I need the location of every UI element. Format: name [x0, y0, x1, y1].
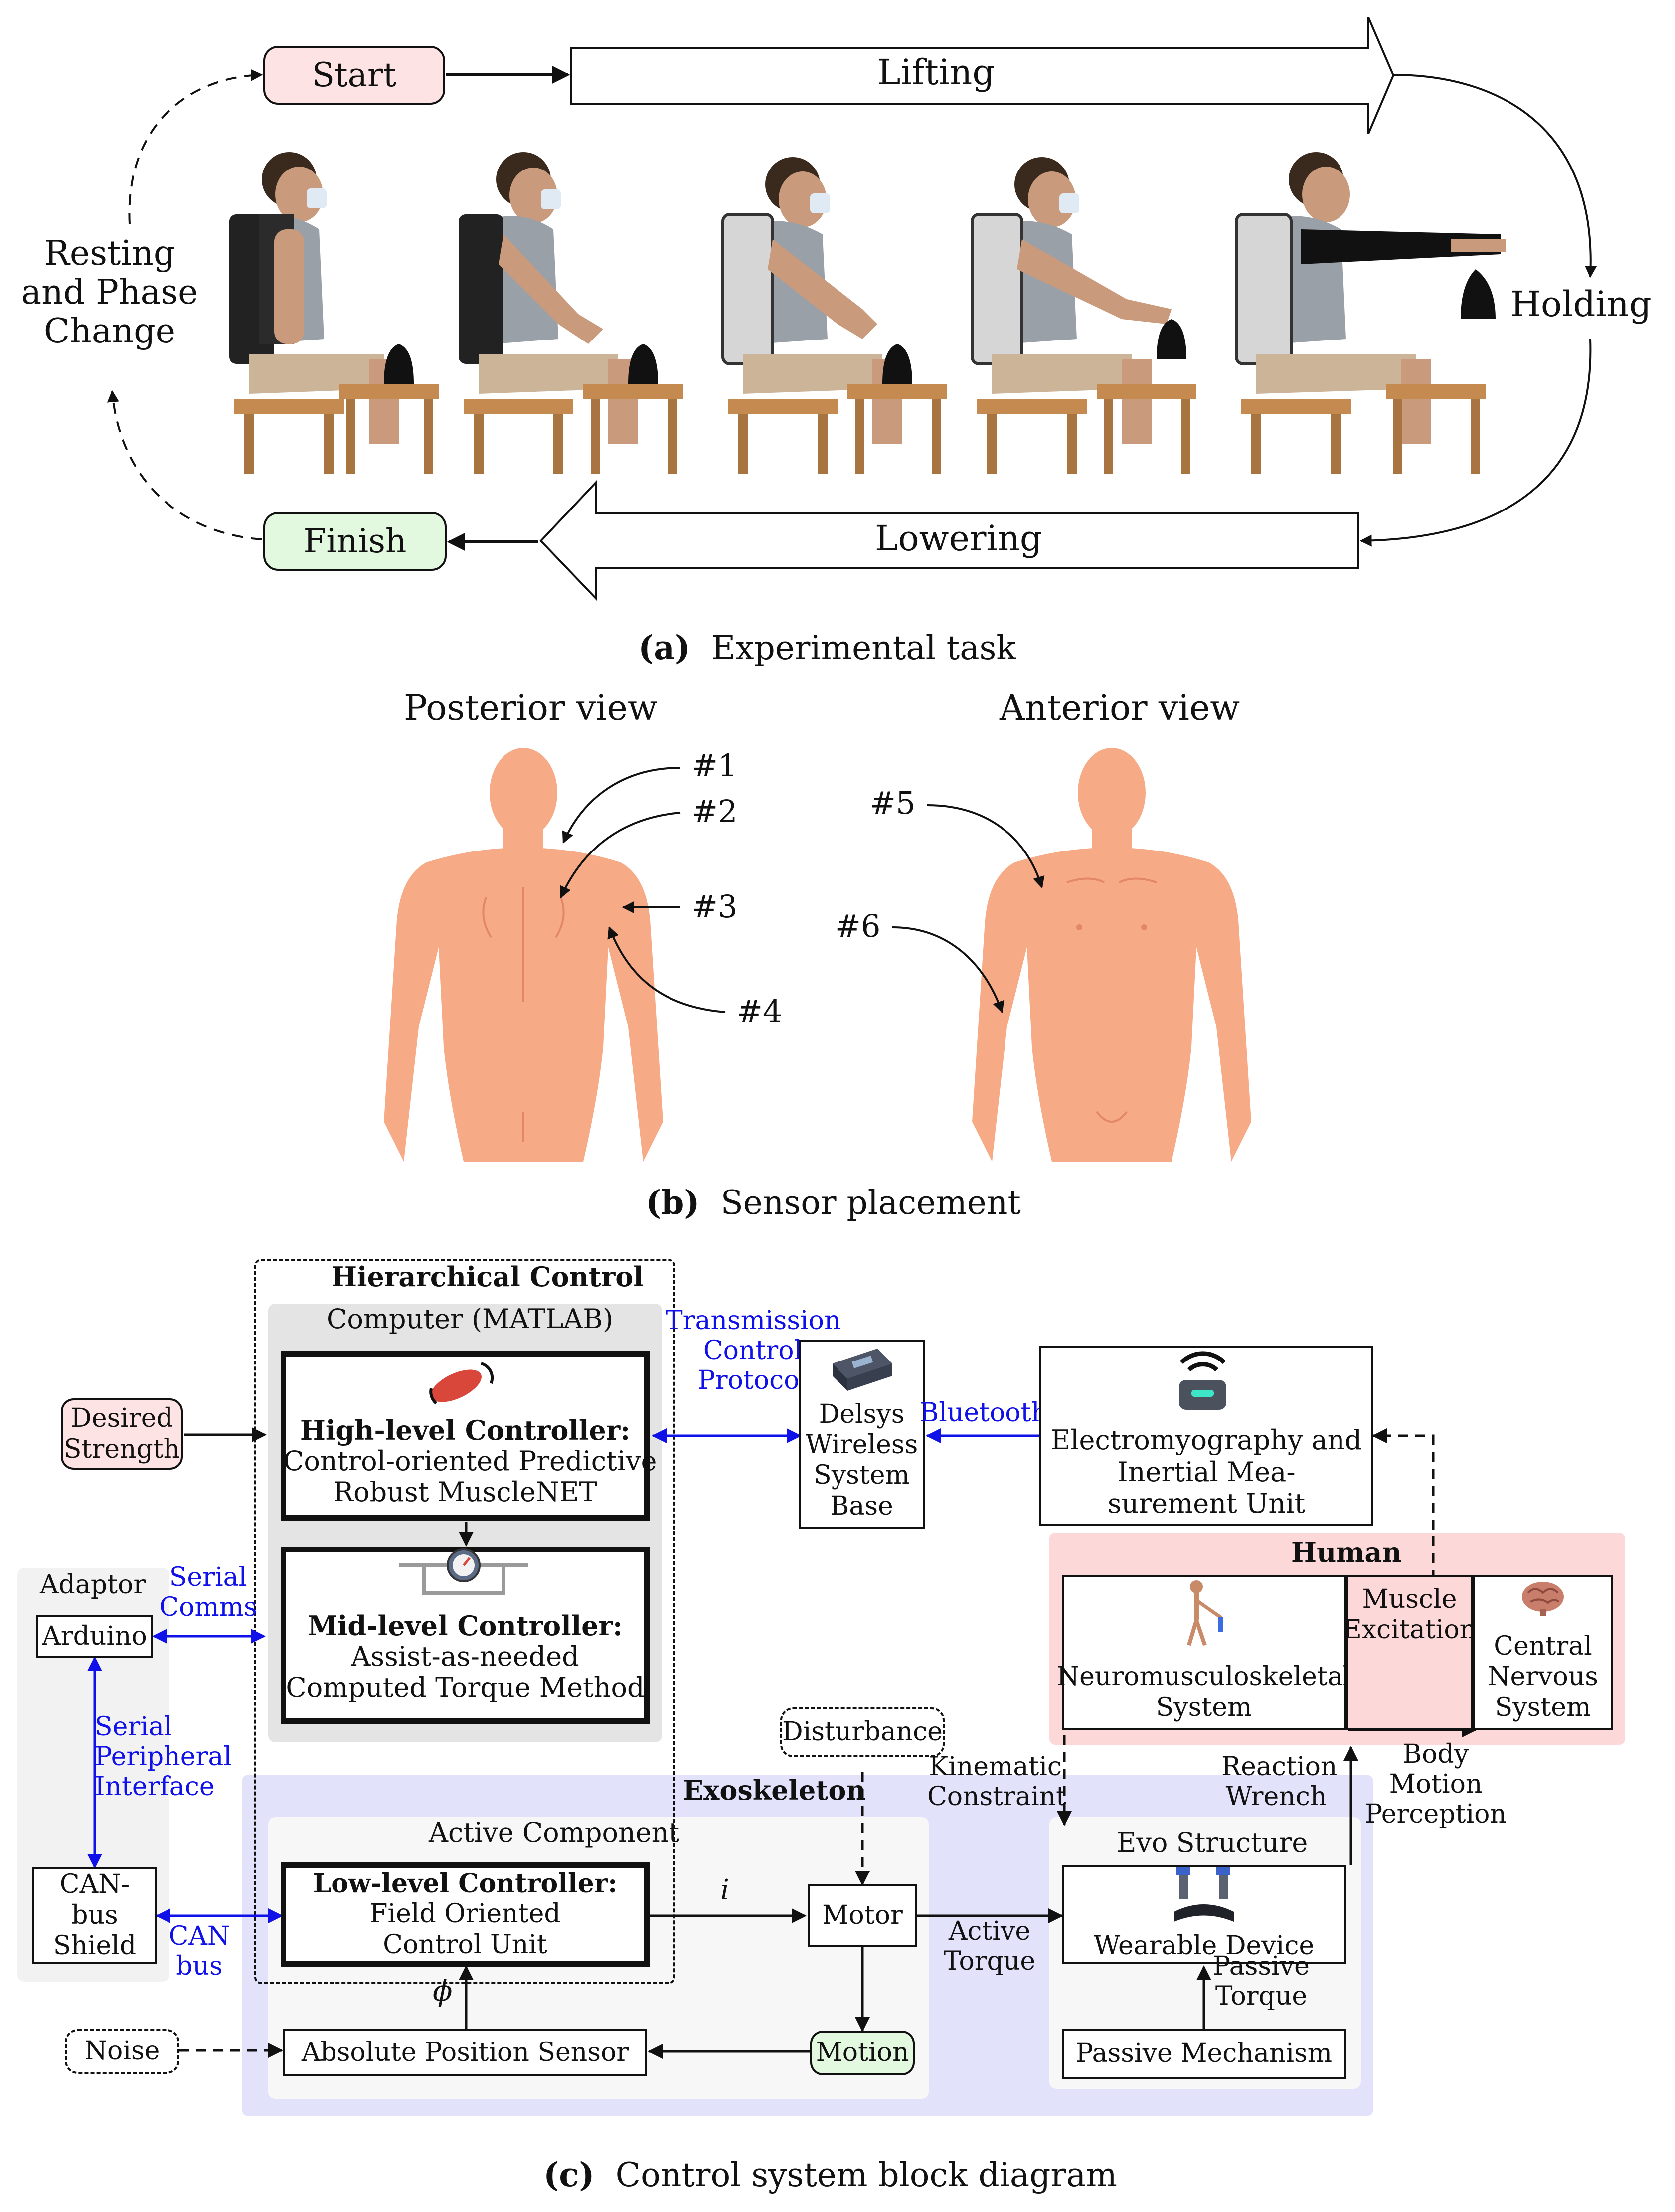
current-symbol: i — [720, 1874, 729, 1906]
marker-2: #2 — [692, 793, 738, 830]
start-box: Start — [263, 46, 445, 105]
brain-icon — [1522, 1582, 1564, 1616]
photo-3 — [721, 157, 947, 474]
photo-5 — [1235, 152, 1506, 474]
anterior-label: Anterior view — [1000, 687, 1240, 728]
panel-a-graphics — [107, 17, 1597, 601]
delsys-device-icon — [833, 1349, 892, 1391]
bluetooth-label: Bluetooth — [920, 1398, 1048, 1428]
low-level-controller: Low-level Controller: Field Oriented Con… — [281, 1862, 650, 1967]
mid-level-text: Mid-level Controller: Assist-as-needed C… — [286, 1610, 645, 1703]
hierarchical-label: Hierarchical Control — [332, 1261, 644, 1293]
motion-box: Motion — [810, 2031, 915, 2075]
disturbance-box: Disturbance — [780, 1707, 945, 1757]
evo-structure-label: Evo Structure — [1117, 1827, 1308, 1858]
emg-sensor-icon — [1179, 1351, 1226, 1410]
muscle-icon — [429, 1362, 494, 1405]
marker-6: #6 — [835, 908, 881, 944]
skeleton-icon — [1187, 1580, 1223, 1646]
active-component-label: Active Component — [429, 1817, 680, 1848]
exoskeleton-label: Exoskeleton — [683, 1774, 866, 1806]
lifting-label: Lifting — [877, 52, 995, 93]
marker-3: #3 — [692, 888, 738, 925]
photo-4 — [971, 157, 1196, 474]
posterior-body — [384, 748, 663, 1162]
photo-1 — [229, 152, 439, 474]
high-level-text: High-level Controller: Control-oriented … — [283, 1414, 657, 1508]
caption-a: (a) Experimental task — [638, 628, 1016, 667]
adaptor-label: Adaptor — [40, 1570, 146, 1600]
body-figures — [384, 748, 1251, 1162]
finish-box: Finish — [263, 512, 447, 571]
caption-c: (c) Control system block diagram — [543, 2155, 1117, 2194]
computer-label: Computer (MATLAB) — [327, 1303, 614, 1335]
gauge-icon — [399, 1548, 528, 1595]
noise-box: Noise — [65, 2029, 179, 2074]
passive-mechanism-box: Passive Mechanism — [1062, 2029, 1346, 2079]
holding-label: Holding — [1510, 284, 1652, 325]
arduino-box: Arduino — [36, 1615, 153, 1658]
lowering-arrow-shape — [539, 480, 1359, 601]
human-label: Human — [1291, 1536, 1402, 1568]
caption-b: (b) Sensor placement — [646, 1183, 1021, 1222]
experiment-photos — [229, 152, 1506, 474]
motor-box: Motor — [808, 1884, 917, 1947]
resting-label: Resting and Phase Change — [21, 234, 198, 351]
posterior-label: Posterior view — [404, 687, 658, 728]
lowering-label: Lowering — [875, 518, 1042, 559]
phi-symbol: ϕ — [433, 1974, 453, 2008]
transmission-label: Transmission Control Protocol — [666, 1306, 841, 1395]
anterior-body — [972, 748, 1251, 1162]
wearable-device-icon — [1174, 1867, 1234, 1922]
photo-2 — [459, 152, 683, 474]
absolute-position-sensor-box: Absolute Position Sensor — [283, 2029, 647, 2076]
marker-4: #4 — [737, 993, 783, 1029]
marker-5: #5 — [870, 785, 916, 821]
marker-1: #1 — [692, 747, 738, 784]
